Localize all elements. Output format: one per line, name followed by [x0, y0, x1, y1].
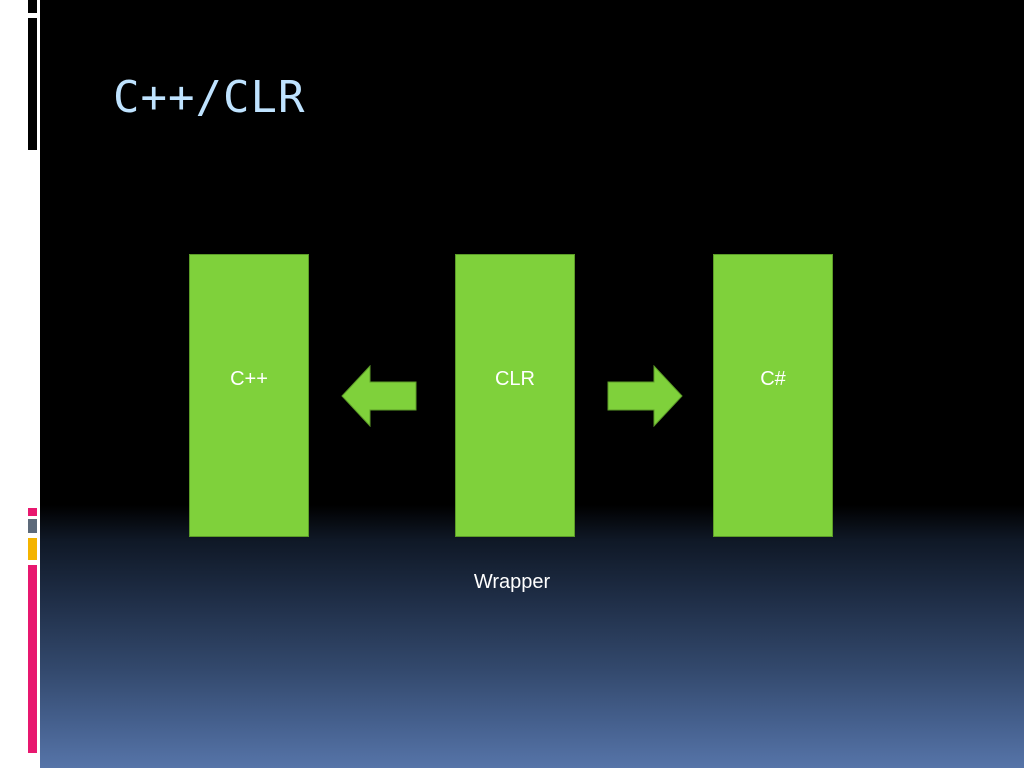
cpp-box-label: C++	[230, 368, 268, 390]
slide-title: C++/CLR	[113, 72, 306, 123]
decorative-bar	[28, 565, 37, 753]
wrapper-caption: Wrapper	[473, 571, 551, 593]
decorative-bar	[28, 538, 37, 560]
decorative-bar	[28, 18, 37, 150]
clr-box: CLR	[455, 254, 575, 537]
decorative-bar	[28, 519, 37, 533]
left-decorative-strip	[0, 0, 40, 768]
decorative-bar	[28, 0, 37, 13]
csharp-box: C#	[713, 254, 833, 537]
arrow-left-icon	[341, 365, 417, 427]
csharp-box-label: C#	[760, 368, 786, 390]
arrow-right-icon	[607, 365, 683, 427]
decorative-bar	[28, 508, 37, 516]
clr-box-label: CLR	[494, 368, 535, 390]
cpp-box: C++	[189, 254, 309, 537]
